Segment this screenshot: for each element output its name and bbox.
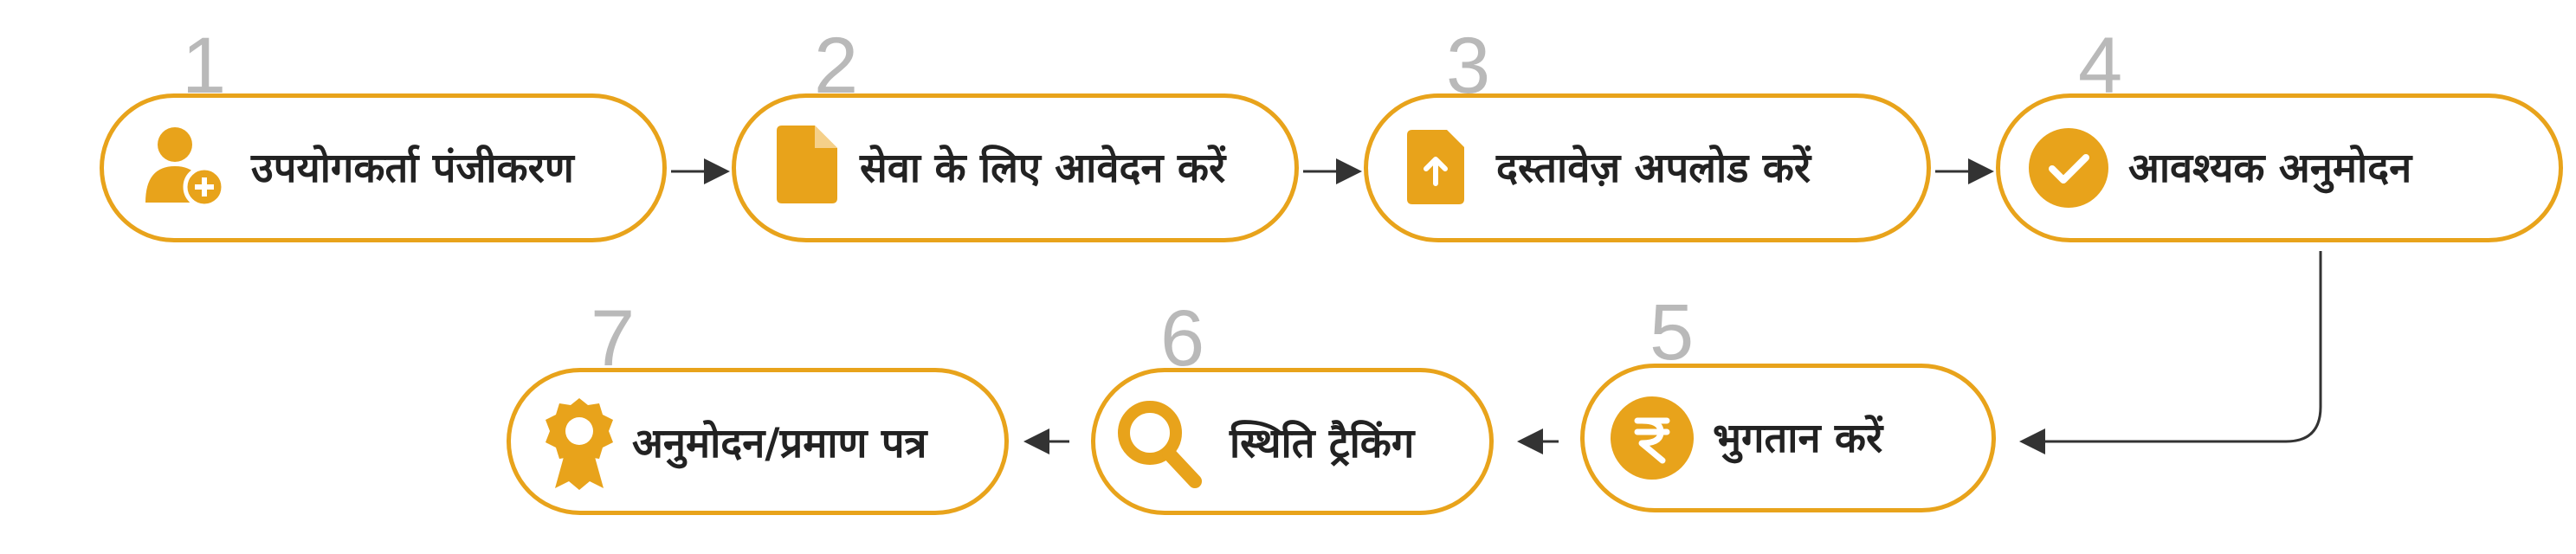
step-number: 6 — [1160, 294, 1205, 383]
step-number: 4 — [2078, 22, 2123, 110]
step-pill — [100, 93, 667, 242]
step-number: 5 — [1650, 288, 1695, 377]
step-number: 1 — [182, 22, 227, 110]
step-label: दस्तावेज़ अपलोड करें — [1496, 145, 1811, 192]
check-circle-icon — [2029, 128, 2108, 211]
step-label: आवश्यक अनुमोदन — [2128, 145, 2412, 192]
user-add-icon — [140, 123, 227, 213]
rupee-icon — [1611, 396, 1694, 483]
step-number: 2 — [814, 22, 859, 110]
step-label: अनुमोदन/प्रमाण पत्र — [632, 420, 927, 467]
upload-file-icon — [1407, 130, 1464, 208]
step-number: 7 — [591, 294, 636, 383]
step-number: 3 — [1446, 22, 1491, 110]
search-icon — [1115, 398, 1202, 493]
step-pill — [1364, 93, 1931, 242]
arrow-4-5 — [2019, 251, 2322, 454]
document-icon — [777, 126, 837, 207]
step-label: स्थिति ट्रैकिंग — [1230, 420, 1415, 467]
step-pill — [1091, 368, 1494, 515]
step-label: सेवा के लिए आवेदन करें — [860, 145, 1226, 192]
certificate-badge-icon — [543, 396, 616, 495]
step-label: भुगतान करें — [1713, 415, 1883, 462]
step-label: उपयोगकर्ता पंजीकरण — [251, 145, 574, 192]
